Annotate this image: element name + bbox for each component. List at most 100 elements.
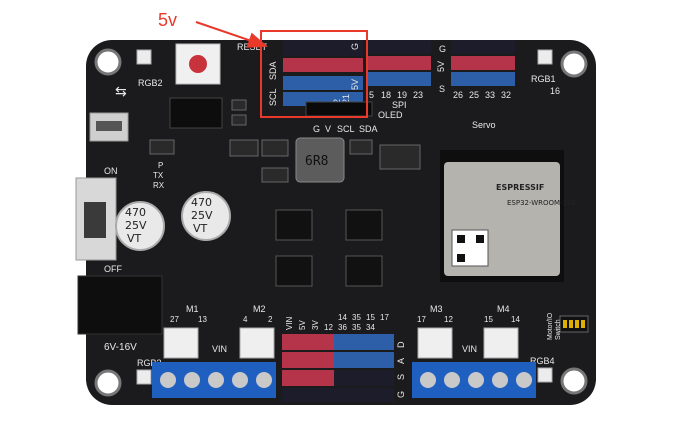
- spi-pin-23: 23: [413, 90, 423, 100]
- 5v-label-right: 5V: [436, 61, 446, 72]
- gsad-d: D: [396, 341, 406, 348]
- m4-label: M4: [497, 304, 510, 314]
- vin-label-right: VIN: [462, 344, 477, 354]
- esp32-module: [440, 150, 564, 282]
- annotation-arrow: [195, 21, 268, 48]
- rgb2-label: RGB2: [138, 78, 163, 88]
- oled-header: [305, 101, 373, 117]
- spi-label: SPI: [392, 100, 407, 110]
- tx-label: TX: [153, 171, 164, 180]
- oled-label: OLED: [378, 110, 403, 120]
- usb-icon: ⇆: [115, 84, 127, 100]
- capacitor-2: 470 25V VT: [181, 191, 231, 241]
- header-col-36: 36: [338, 323, 347, 332]
- svg-text:470: 470: [191, 196, 212, 209]
- rgb-leds: [136, 49, 553, 385]
- capacitor-1: 470 25V VT: [115, 201, 165, 251]
- spi-pin-5: 5: [369, 90, 374, 100]
- top-pin-label-g: G: [350, 43, 360, 50]
- m1-pin-13: 13: [198, 315, 207, 324]
- esp-model-label: ESP32-WROOM-32E: [507, 199, 576, 207]
- scl-label: SCL: [268, 88, 278, 106]
- header-row2-35: 35: [352, 313, 361, 322]
- power-switch[interactable]: [75, 177, 117, 261]
- usb-chip: [169, 97, 223, 129]
- gsad-a: A: [396, 358, 406, 364]
- switch-label-1: Motor/IO: [547, 312, 554, 340]
- pcb-board: [86, 40, 596, 405]
- servo-pin-25: 25: [469, 90, 479, 100]
- power-jack: [77, 275, 163, 335]
- header-col-vin: VIN: [285, 316, 294, 330]
- header-col-34: 34: [366, 323, 375, 332]
- spi-pin-19: 19: [397, 90, 407, 100]
- rgb1-label: RGB1: [531, 74, 556, 84]
- svg-text:25V: 25V: [125, 219, 147, 232]
- header-col-35: 35: [352, 323, 361, 332]
- top-pin-label-5v: 5V: [350, 79, 360, 90]
- motor-driver-chips: [275, 209, 383, 287]
- oled-pin-scl: SCL: [337, 124, 355, 134]
- m3-label: M3: [430, 304, 443, 314]
- m3-pin-12: 12: [444, 315, 453, 324]
- on-label: ON: [104, 166, 118, 176]
- m2-pin-4: 4: [243, 315, 248, 324]
- pin-16-label: 16: [550, 86, 560, 96]
- header-row2-15: 15: [366, 313, 375, 322]
- oled-pin-sda: SDA: [359, 124, 378, 134]
- header-col-12: 12: [324, 323, 333, 332]
- svg-text:6R8: 6R8: [305, 154, 328, 169]
- m4-pin-14: 14: [511, 315, 520, 324]
- svg-text:VT: VT: [127, 232, 142, 245]
- spi-pin-18: 18: [381, 90, 391, 100]
- spi-header-block: [367, 40, 431, 86]
- servo-label: Servo: [472, 120, 496, 130]
- smd-components: [149, 99, 421, 183]
- svg-text:470: 470: [125, 206, 146, 219]
- oled-pin-g: G: [313, 124, 320, 134]
- servo-pin-33: 33: [485, 90, 495, 100]
- header-row2-17: 17: [380, 313, 389, 322]
- g-label-right: G: [439, 44, 446, 54]
- reset-button[interactable]: [175, 43, 221, 85]
- m3-pin-17: 17: [417, 315, 426, 324]
- svg-text:VT: VT: [193, 222, 208, 235]
- dip-switch[interactable]: [559, 315, 589, 333]
- reset-label: RESET: [237, 42, 268, 52]
- power-range-label: 6V-16V: [104, 342, 137, 353]
- m4-pin-15: 15: [484, 315, 493, 324]
- sda-label: SDA: [268, 61, 278, 80]
- rx-label: RX: [153, 181, 165, 190]
- servo-pin-32: 32: [501, 90, 511, 100]
- p-label: P: [158, 161, 163, 170]
- annotation-highlight-box: [260, 30, 368, 118]
- servo-header-block: [451, 40, 515, 86]
- header-col-5v: 5V: [298, 320, 307, 330]
- off-label: OFF: [104, 264, 122, 274]
- mounting-holes: [94, 48, 588, 397]
- vin-label-left: VIN: [212, 344, 227, 354]
- header-row2-14: 14: [338, 313, 347, 322]
- m2-label: M2: [253, 304, 266, 314]
- bottom-header-block: [282, 334, 394, 402]
- m1-pin-27: 27: [170, 315, 179, 324]
- switch-label-2: Switch: [555, 319, 562, 340]
- inductor: 6R8: [295, 137, 345, 183]
- rgb4-label: RGB4: [530, 356, 555, 366]
- screw-terminals-left: [152, 362, 276, 398]
- esp-brand-label: ESPRESSIF: [496, 183, 544, 192]
- oled-pin-v: V: [325, 124, 331, 134]
- screw-terminals-right: [412, 362, 536, 398]
- gsad-s: S: [396, 374, 406, 380]
- m1-label: M1: [186, 304, 199, 314]
- rgb3-label: RGB3: [137, 358, 162, 368]
- top-pin-label-21: 21: [341, 94, 351, 104]
- s-label-right: S: [439, 84, 445, 94]
- svg-text:25V: 25V: [191, 209, 213, 222]
- usb-port: [89, 112, 129, 142]
- top-pin-label-2: 2: [332, 99, 342, 104]
- motor-connectors: [163, 327, 519, 359]
- servo-pin-26: 26: [453, 90, 463, 100]
- header-col-3v: 3V: [311, 320, 320, 330]
